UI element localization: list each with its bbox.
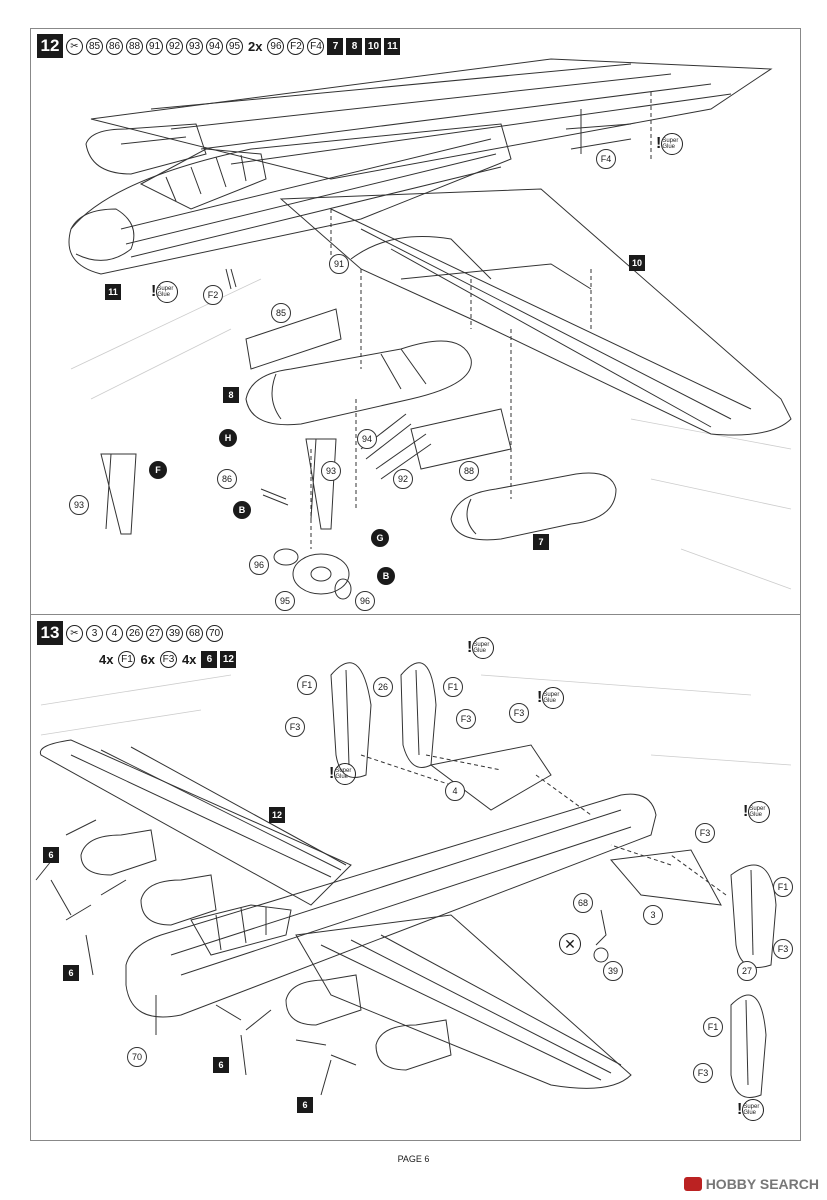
sprue-label-6-c: 6 (213, 1057, 229, 1073)
part-f2: F2 (287, 37, 305, 55)
label-68: 68 (573, 893, 593, 913)
glue-warning-icon: !Super Glue (743, 801, 771, 823)
sprue-label-6-b: 6 (63, 965, 79, 981)
part-68: 68 (186, 624, 203, 642)
label-f3-a: F3 (285, 717, 305, 737)
paint-f-icon: F (149, 461, 167, 479)
sprue-label-7: 7 (533, 534, 549, 550)
label-96-b: 96 (355, 591, 375, 611)
label-95: 95 (275, 591, 295, 611)
sprue-10: 10 (365, 37, 382, 55)
glue-warning-icon: !Super Glue (737, 1099, 765, 1121)
step-number: 12 (37, 34, 63, 58)
sprue-label-11: 11 (105, 284, 121, 300)
label-93: 93 (321, 461, 341, 481)
sprue-label-8: 8 (223, 387, 239, 403)
label-39: 39 (603, 961, 623, 981)
label-26: 26 (373, 677, 393, 697)
part-94: 94 (206, 37, 223, 55)
part-39: 39 (166, 624, 183, 642)
part-70: 70 (206, 624, 223, 642)
sprue-11: 11 (384, 37, 401, 55)
glue-warning-icon: !Super Glue (656, 133, 684, 155)
sprue-8: 8 (346, 37, 363, 55)
label-f1-b: F1 (443, 677, 463, 697)
label-f4: F4 (596, 149, 616, 169)
step-number: 13 (37, 621, 63, 645)
label-f1-a: F1 (297, 675, 317, 695)
label-f3-c: F3 (509, 703, 529, 723)
step-13-header: 13 ✂ 3 4 26 27 39 68 70 (37, 621, 223, 645)
label-88: 88 (459, 461, 479, 481)
step-12-drawing (68, 58, 792, 600)
paint-h-icon: H (219, 429, 237, 447)
multiplier: 2x (248, 38, 263, 54)
sprue-label-10: 10 (629, 255, 645, 271)
label-f2: F2 (203, 285, 223, 305)
label-96-a: 96 (249, 555, 269, 575)
label-f3-e: F3 (773, 939, 793, 959)
label-85: 85 (271, 303, 291, 323)
no-glue-icon: ✕ (559, 933, 581, 955)
paint-b2-icon: B (377, 567, 395, 585)
step-13-panel: 13 ✂ 3 4 26 27 39 68 70 4x F1 6x F3 4x 6… (30, 614, 801, 1141)
label-f3-f: F3 (693, 1063, 713, 1083)
part-92: 92 (166, 37, 183, 55)
label-91: 91 (329, 254, 349, 274)
watermark: HOBBY SEARCH (683, 1176, 819, 1192)
sprue-label-12: 12 (269, 807, 285, 823)
sprue-6: 6 (201, 651, 218, 668)
label-93-alt: 93 (69, 495, 89, 515)
hobby-search-logo-icon (683, 1177, 702, 1191)
part-f1: F1 (118, 651, 136, 668)
label-86: 86 (217, 469, 237, 489)
label-92: 92 (393, 469, 413, 489)
sprue-7: 7 (327, 37, 344, 55)
label-70: 70 (127, 1047, 147, 1067)
label-3: 3 (643, 905, 663, 925)
glue-warning-icon: !Super Glue (151, 281, 179, 303)
paint-b-icon: B (233, 501, 251, 519)
part-26: 26 (126, 624, 143, 642)
step-13-header-line2: 4x F1 6x F3 4x 6 12 (97, 651, 237, 668)
sprue-12: 12 (220, 651, 237, 668)
glue-warning-icon: !Super Glue (467, 637, 495, 659)
part-3: 3 (86, 624, 103, 642)
part-85: 85 (86, 37, 103, 55)
step-12-header: 12 ✂ 85 86 88 91 92 93 94 95 2x 96 F2 F4… (37, 34, 401, 58)
label-27: 27 (737, 961, 757, 981)
paint-g-icon: G (371, 529, 389, 547)
part-88: 88 (126, 37, 143, 55)
sprue-label-6-a: 6 (43, 847, 59, 863)
sprue-label-6-d: 6 (297, 1097, 313, 1113)
watermark-text: HOBBY SEARCH (705, 1176, 819, 1192)
multiplier: 4x (181, 652, 197, 667)
glue-warning-icon: !Super Glue (329, 763, 357, 785)
cutter-icon: ✂ (66, 37, 83, 55)
label-94: 94 (357, 429, 377, 449)
part-f4: F4 (307, 37, 325, 55)
glue-warning-icon: !Super Glue (537, 687, 565, 709)
part-4: 4 (106, 624, 123, 642)
label-4: 4 (445, 781, 465, 801)
page-number: PAGE 6 (397, 1154, 430, 1164)
label-f1-c: F1 (773, 877, 793, 897)
multiplier: 6x (140, 652, 155, 667)
label-f3-b: F3 (456, 709, 476, 729)
part-86: 86 (106, 37, 123, 55)
part-91: 91 (146, 37, 163, 55)
part-f3: F3 (159, 651, 177, 668)
part-27: 27 (146, 624, 163, 642)
step-12-panel: 12 ✂ 85 86 88 91 92 93 94 95 2x 96 F2 F4… (30, 28, 801, 615)
part-93: 93 (186, 37, 203, 55)
part-96: 96 (267, 37, 285, 55)
label-f3-d: F3 (695, 823, 715, 843)
multiplier: 4x (99, 652, 114, 667)
cutter-icon: ✂ (66, 624, 83, 642)
label-f1-d: F1 (703, 1017, 723, 1037)
part-95: 95 (226, 37, 243, 55)
step-13-drawing (35, 662, 792, 1098)
